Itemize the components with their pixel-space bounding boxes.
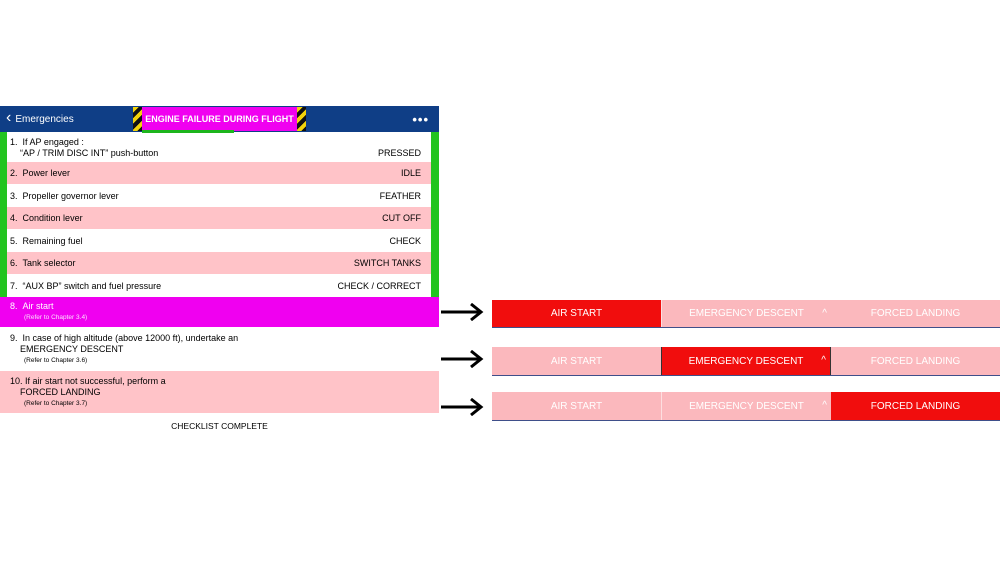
back-label: Emergencies xyxy=(15,113,74,125)
chapter-reference: (Refer to Chapter 3.4) xyxy=(24,314,88,321)
completed-steps-group: 1. If AP engaged : “AP / TRIM DISC INT” … xyxy=(0,132,439,297)
segment-air-start[interactable]: AIR START xyxy=(492,300,661,327)
checklist-item-4[interactable]: 4. Condition lever CUT OFF xyxy=(7,207,431,229)
navigation-bar: ‹ Emergencies ENGINE FAILURE DURING FLIG… xyxy=(0,106,439,133)
segment-emergency-descent[interactable]: EMERGENCY DESCENT^ xyxy=(661,392,831,420)
segment-air-start[interactable]: AIR START xyxy=(492,392,661,420)
segment-bar-emergency-descent: AIR START EMERGENCY DESCENT^ FORCED LAND… xyxy=(492,347,1000,376)
segment-bar-forced-landing: AIR START EMERGENCY DESCENT^ FORCED LAND… xyxy=(492,392,1000,421)
checklist-item-8[interactable]: 8. Air start(Refer to Chapter 3.4) xyxy=(0,297,439,327)
checklist-item-5[interactable]: 5. Remaining fuel CHECK xyxy=(7,229,431,252)
segment-forced-landing[interactable]: FORCED LANDING xyxy=(831,300,1000,327)
checklist-item-2[interactable]: 2. Power lever IDLE xyxy=(7,162,431,184)
segment-forced-landing[interactable]: FORCED LANDING xyxy=(831,347,1000,375)
item-action: CHECK xyxy=(389,236,421,246)
item-action: SWITCH TANKS xyxy=(353,258,421,268)
item-action: CUT OFF xyxy=(382,213,421,223)
segment-emergency-descent[interactable]: EMERGENCY DESCENT^ xyxy=(661,300,831,327)
progress-indicator xyxy=(142,130,234,133)
page-title: ENGINE FAILURE DURING FLIGHT xyxy=(142,107,297,131)
chapter-reference: (Refer to Chapter 3.7) xyxy=(24,399,88,407)
checklist-item-3[interactable]: 3. Propeller governor lever FEATHER xyxy=(7,184,431,207)
item-action: CHECK / CORRECT xyxy=(337,281,421,291)
chevron-up-icon: ^ xyxy=(822,399,827,411)
more-options-icon[interactable]: ••• xyxy=(412,111,429,127)
checklist-item-6[interactable]: 6. Tank selector SWITCH TANKS xyxy=(7,252,431,274)
checklist-title-banner: ENGINE FAILURE DURING FLIGHT xyxy=(133,107,306,133)
right-arrow-icon xyxy=(441,350,484,368)
checklist-item-1[interactable]: 1. If AP engaged : “AP / TRIM DISC INT” … xyxy=(7,132,431,162)
item-action: IDLE xyxy=(400,168,421,178)
hazard-stripe-left xyxy=(133,107,142,131)
checklist-item-10[interactable]: 10. If air start not successful, perform… xyxy=(0,371,439,413)
checklist-item-9[interactable]: 9. In case of high altitude (above 12000… xyxy=(0,327,439,371)
back-button[interactable]: ‹ Emergencies xyxy=(6,106,74,132)
item-action: FEATHER xyxy=(379,191,421,201)
hazard-stripe-right xyxy=(297,107,306,131)
segment-forced-landing[interactable]: FORCED LANDING xyxy=(831,392,1000,420)
checklist-item-7[interactable]: 7. “AUX BP” switch and fuel pressure CHE… xyxy=(7,274,431,297)
segment-emergency-descent[interactable]: EMERGENCY DESCENT^ xyxy=(661,347,831,375)
segment-bar-air-start: AIR START EMERGENCY DESCENT^ FORCED LAND… xyxy=(492,300,1000,328)
chevron-left-icon: ‹ xyxy=(6,109,12,126)
chapter-reference: (Refer to Chapter 3.6) xyxy=(24,356,88,364)
chevron-up-icon: ^ xyxy=(822,307,827,319)
right-arrow-icon xyxy=(441,303,484,321)
checklist-complete-label: CHECKLIST COMPLETE xyxy=(171,421,268,431)
segment-air-start[interactable]: AIR START xyxy=(492,347,661,375)
right-arrow-icon xyxy=(441,398,484,416)
item-action: PRESSED xyxy=(377,148,421,158)
chevron-up-icon: ^ xyxy=(821,354,826,366)
checklist-panel: ‹ Emergencies ENGINE FAILURE DURING FLIG… xyxy=(0,106,439,431)
